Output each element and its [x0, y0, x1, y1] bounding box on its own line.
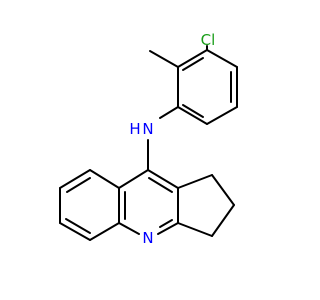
- chemical-structure-diagram: Cl N H N: [59, 31, 238, 247]
- chlorine-atom-label: Cl: [201, 31, 216, 49]
- bond: [211, 174, 235, 206]
- double-bond: [65, 218, 91, 234]
- bond: [118, 222, 140, 235]
- bond: [211, 204, 235, 237]
- bond: [157, 222, 179, 235]
- pyridine-ring: [118, 169, 179, 235]
- bond: [118, 169, 149, 189]
- bond: [206, 49, 238, 68]
- bond: [59, 222, 91, 241]
- bond: [177, 174, 213, 189]
- bond: [206, 106, 238, 125]
- double-bond: [159, 219, 173, 228]
- double-bond: [66, 177, 91, 193]
- double-bond: [182, 104, 204, 118]
- aryl-ring: [177, 49, 238, 125]
- double-bond: [182, 57, 204, 71]
- cyclopentane-ring: [177, 174, 235, 237]
- bond: [177, 222, 213, 237]
- amine-nitrogen-label: N: [142, 120, 153, 138]
- bond: [177, 49, 208, 68]
- methyl-bond: [149, 50, 179, 68]
- bond: [89, 222, 120, 241]
- bond: [59, 169, 91, 189]
- ring-nitrogen-label: N: [142, 229, 153, 247]
- bond: [147, 169, 179, 189]
- bond-aryl-nh: [159, 106, 179, 119]
- benzo-ring: [59, 169, 120, 241]
- bond: [89, 169, 120, 189]
- amine-hydrogen-label: H: [129, 120, 140, 138]
- bond: [177, 106, 208, 125]
- double-bond: [148, 177, 173, 193]
